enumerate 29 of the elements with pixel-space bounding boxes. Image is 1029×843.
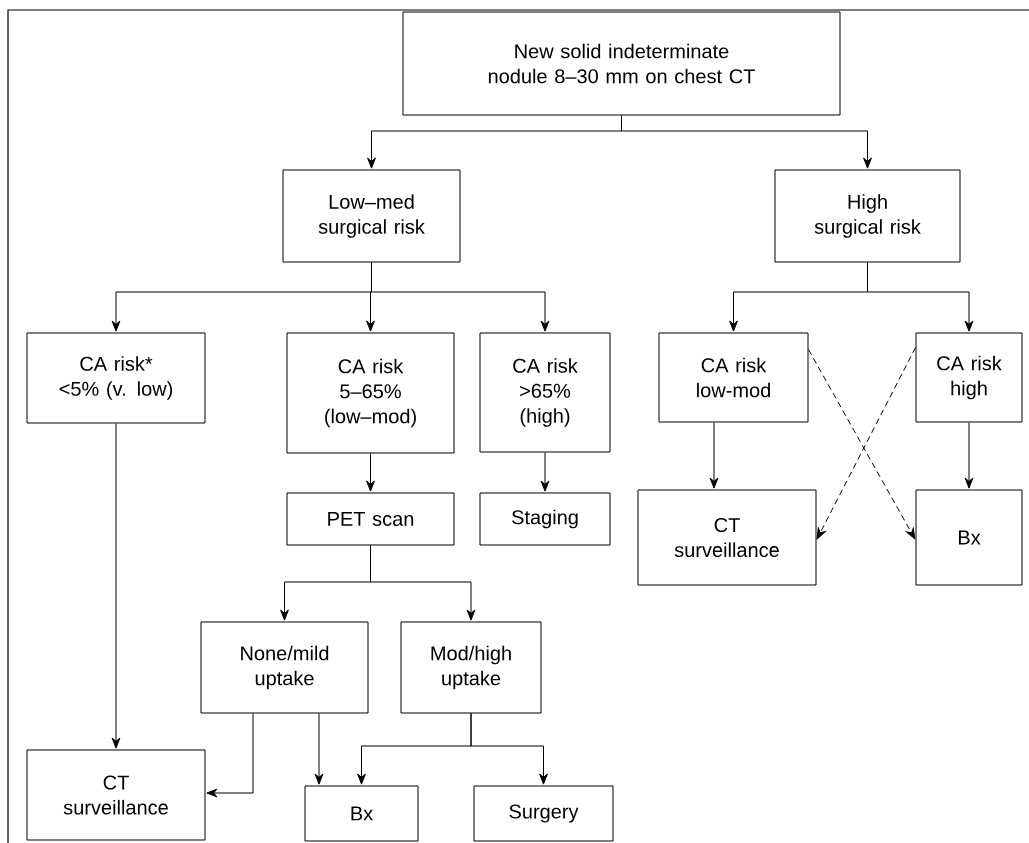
process-box: Staging [479,492,611,546]
process-box: Surgery [473,785,614,842]
arrow [709,422,719,489]
process-box: CA risk >65% (high) [479,332,611,453]
arrow [371,262,550,332]
arrow [621,115,872,169]
process-box: CA risk low-mod [658,332,809,423]
arrow [366,453,375,492]
arrow [370,545,476,621]
process-box: Mod/high uptake [400,621,542,714]
process-box: CA risk* <5% (v. low) [26,332,206,424]
process-box: Bx [915,489,1023,586]
process-box: PET scan [286,492,455,546]
process-box: CT surveillance [26,749,206,841]
arrow [314,713,324,785]
process-box: CT surveillance [637,489,817,586]
process-box: New solid indeterminate nodule 8–30 mm on chest CT [402,11,841,116]
process-box: Low–med surgical risk [282,169,461,263]
arrow [964,422,974,489]
process-box: CA risk high [915,332,1023,423]
arrow [111,423,121,749]
process-box: Bx [304,785,419,842]
process-box: None/mild uptake [200,621,369,714]
process-box: CA risk 5–65% (low–mod) [286,332,455,454]
arrow [540,452,550,492]
arrow [206,713,254,798]
process-box: High surgical risk [774,169,961,263]
arrow [470,713,548,785]
arrow [867,262,974,332]
